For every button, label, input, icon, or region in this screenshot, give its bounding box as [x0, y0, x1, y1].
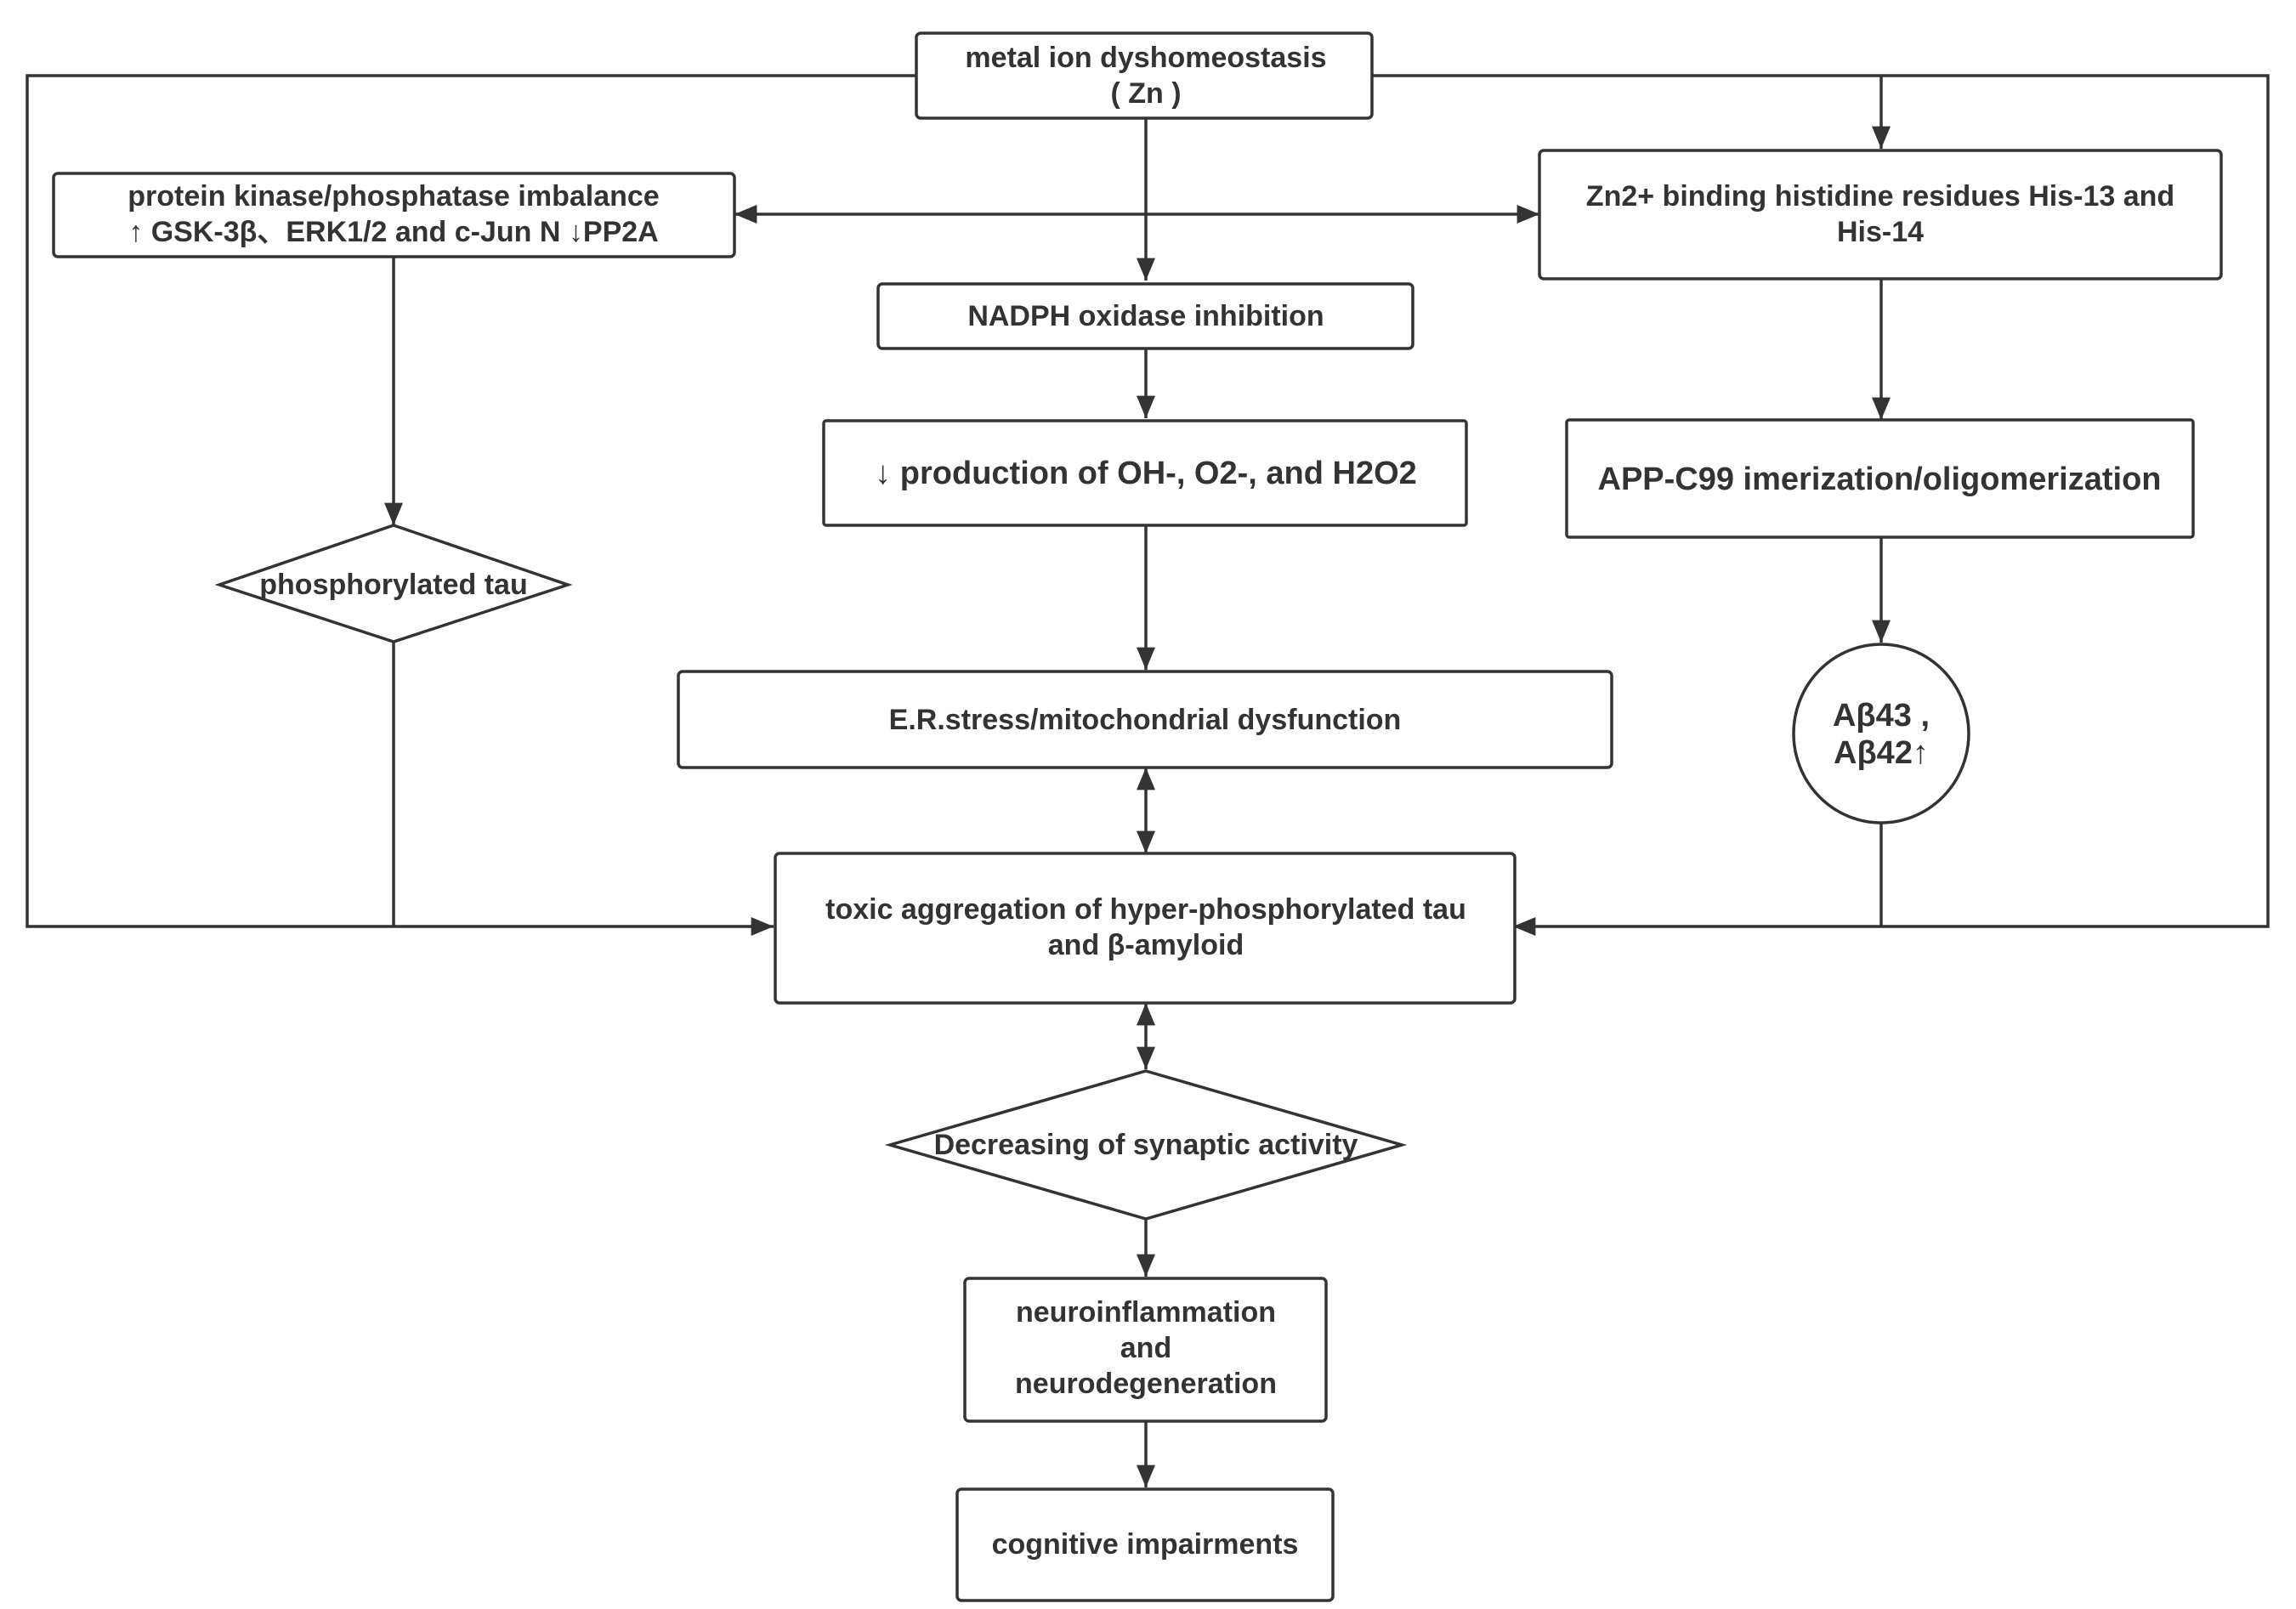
node-neuro-line-1: neuroinflammation	[1016, 1296, 1276, 1329]
node-zn-binding-histidine-residues: Zn2+ binding histidine residues His-13 a…	[1538, 149, 2223, 280]
node-metal-ion-line-1: metal ion dyshomeostasis	[965, 42, 1326, 74]
node-zn-binding-line-1: Zn2+ binding histidine residues His-13 a…	[1586, 180, 2174, 212]
node-app-c99-oligomerization: APP-C99 imerization/oligomerization	[1565, 418, 2195, 539]
node-nadph-oxidase-inhibition: NADPH oxidase inhibition	[876, 282, 1414, 350]
node-cognitive-impairments: cognitive impairments	[955, 1487, 1335, 1602]
node-neuroinflammation-neurodegeneration: neuroinflammation and neurodegeneration	[963, 1277, 1328, 1423]
node-nadph-label: NADPH oxidase inhibition	[967, 300, 1324, 332]
node-toxic-aggregation: toxic aggregation of hyper-phosphorylate…	[774, 852, 1516, 1005]
node-kinase-line-2: ↑ GSK-3β、ERK1/2 and c-Jun N ↓PP2A	[128, 216, 658, 248]
node-kinase-line-1: protein kinase/phosphatase imbalance	[128, 180, 659, 212]
connectors	[26, 74, 2270, 1487]
node-abeta-line-2: Aβ42↑	[1834, 735, 1929, 771]
node-app-c99-label: APP-C99 imerization/oligomerization	[1598, 462, 2162, 497]
node-zn-binding-line-2: His-14	[1837, 216, 1924, 248]
node-synaptic-activity: Decreasing of synaptic activity	[884, 1069, 1408, 1221]
node-toxic-aggregation-line-1: toxic aggregation of hyper-phosphorylate…	[825, 893, 1466, 926]
node-metal-ion-line-2: ( Zn )	[1110, 77, 1181, 110]
node-phosphorylated-tau: phosphorylated tau	[214, 524, 573, 643]
node-protein-kinase-phosphatase-imbalance: protein kinase/phosphatase imbalance ↑ G…	[52, 172, 736, 258]
node-er-stress-label: E.R.stress/mitochondrial dysfunction	[889, 704, 1402, 736]
node-cognitive-label: cognitive impairments	[992, 1528, 1299, 1561]
node-synaptic-label: Decreasing of synaptic activity	[934, 1129, 1358, 1161]
node-toxic-aggregation-line-2: and β-amyloid	[1048, 929, 1244, 961]
node-abeta-circle: Aβ43 , Aβ42↑	[1792, 643, 1970, 824]
node-neuro-line-2: and	[1120, 1332, 1171, 1364]
node-metal-ion-dyshomeostasis: metal ion dyshomeostasis ( Zn )	[915, 31, 1374, 120]
edge-metal-ion-right-loop-to-toxic-aggregation	[1372, 74, 2270, 936]
edge-metal-ion-left-loop-to-toxic-aggregation	[26, 74, 916, 936]
node-ros-production: ↓ production of OH-, O2-, and H2O2	[822, 419, 1468, 527]
node-ros-label: ↓ production of OH-, O2-, and H2O2	[875, 456, 1417, 491]
node-phospho-tau-label: phosphorylated tau	[259, 569, 527, 601]
nodes: metal ion dyshomeostasis ( Zn ) protein …	[52, 31, 2223, 1602]
node-er-stress-mitochondrial-dysfunction: E.R.stress/mitochondrial dysfunction	[677, 670, 1613, 769]
node-neuro-line-3: neurodegeneration	[1015, 1368, 1277, 1400]
node-abeta-line-1: Aβ43 ,	[1833, 698, 1930, 734]
